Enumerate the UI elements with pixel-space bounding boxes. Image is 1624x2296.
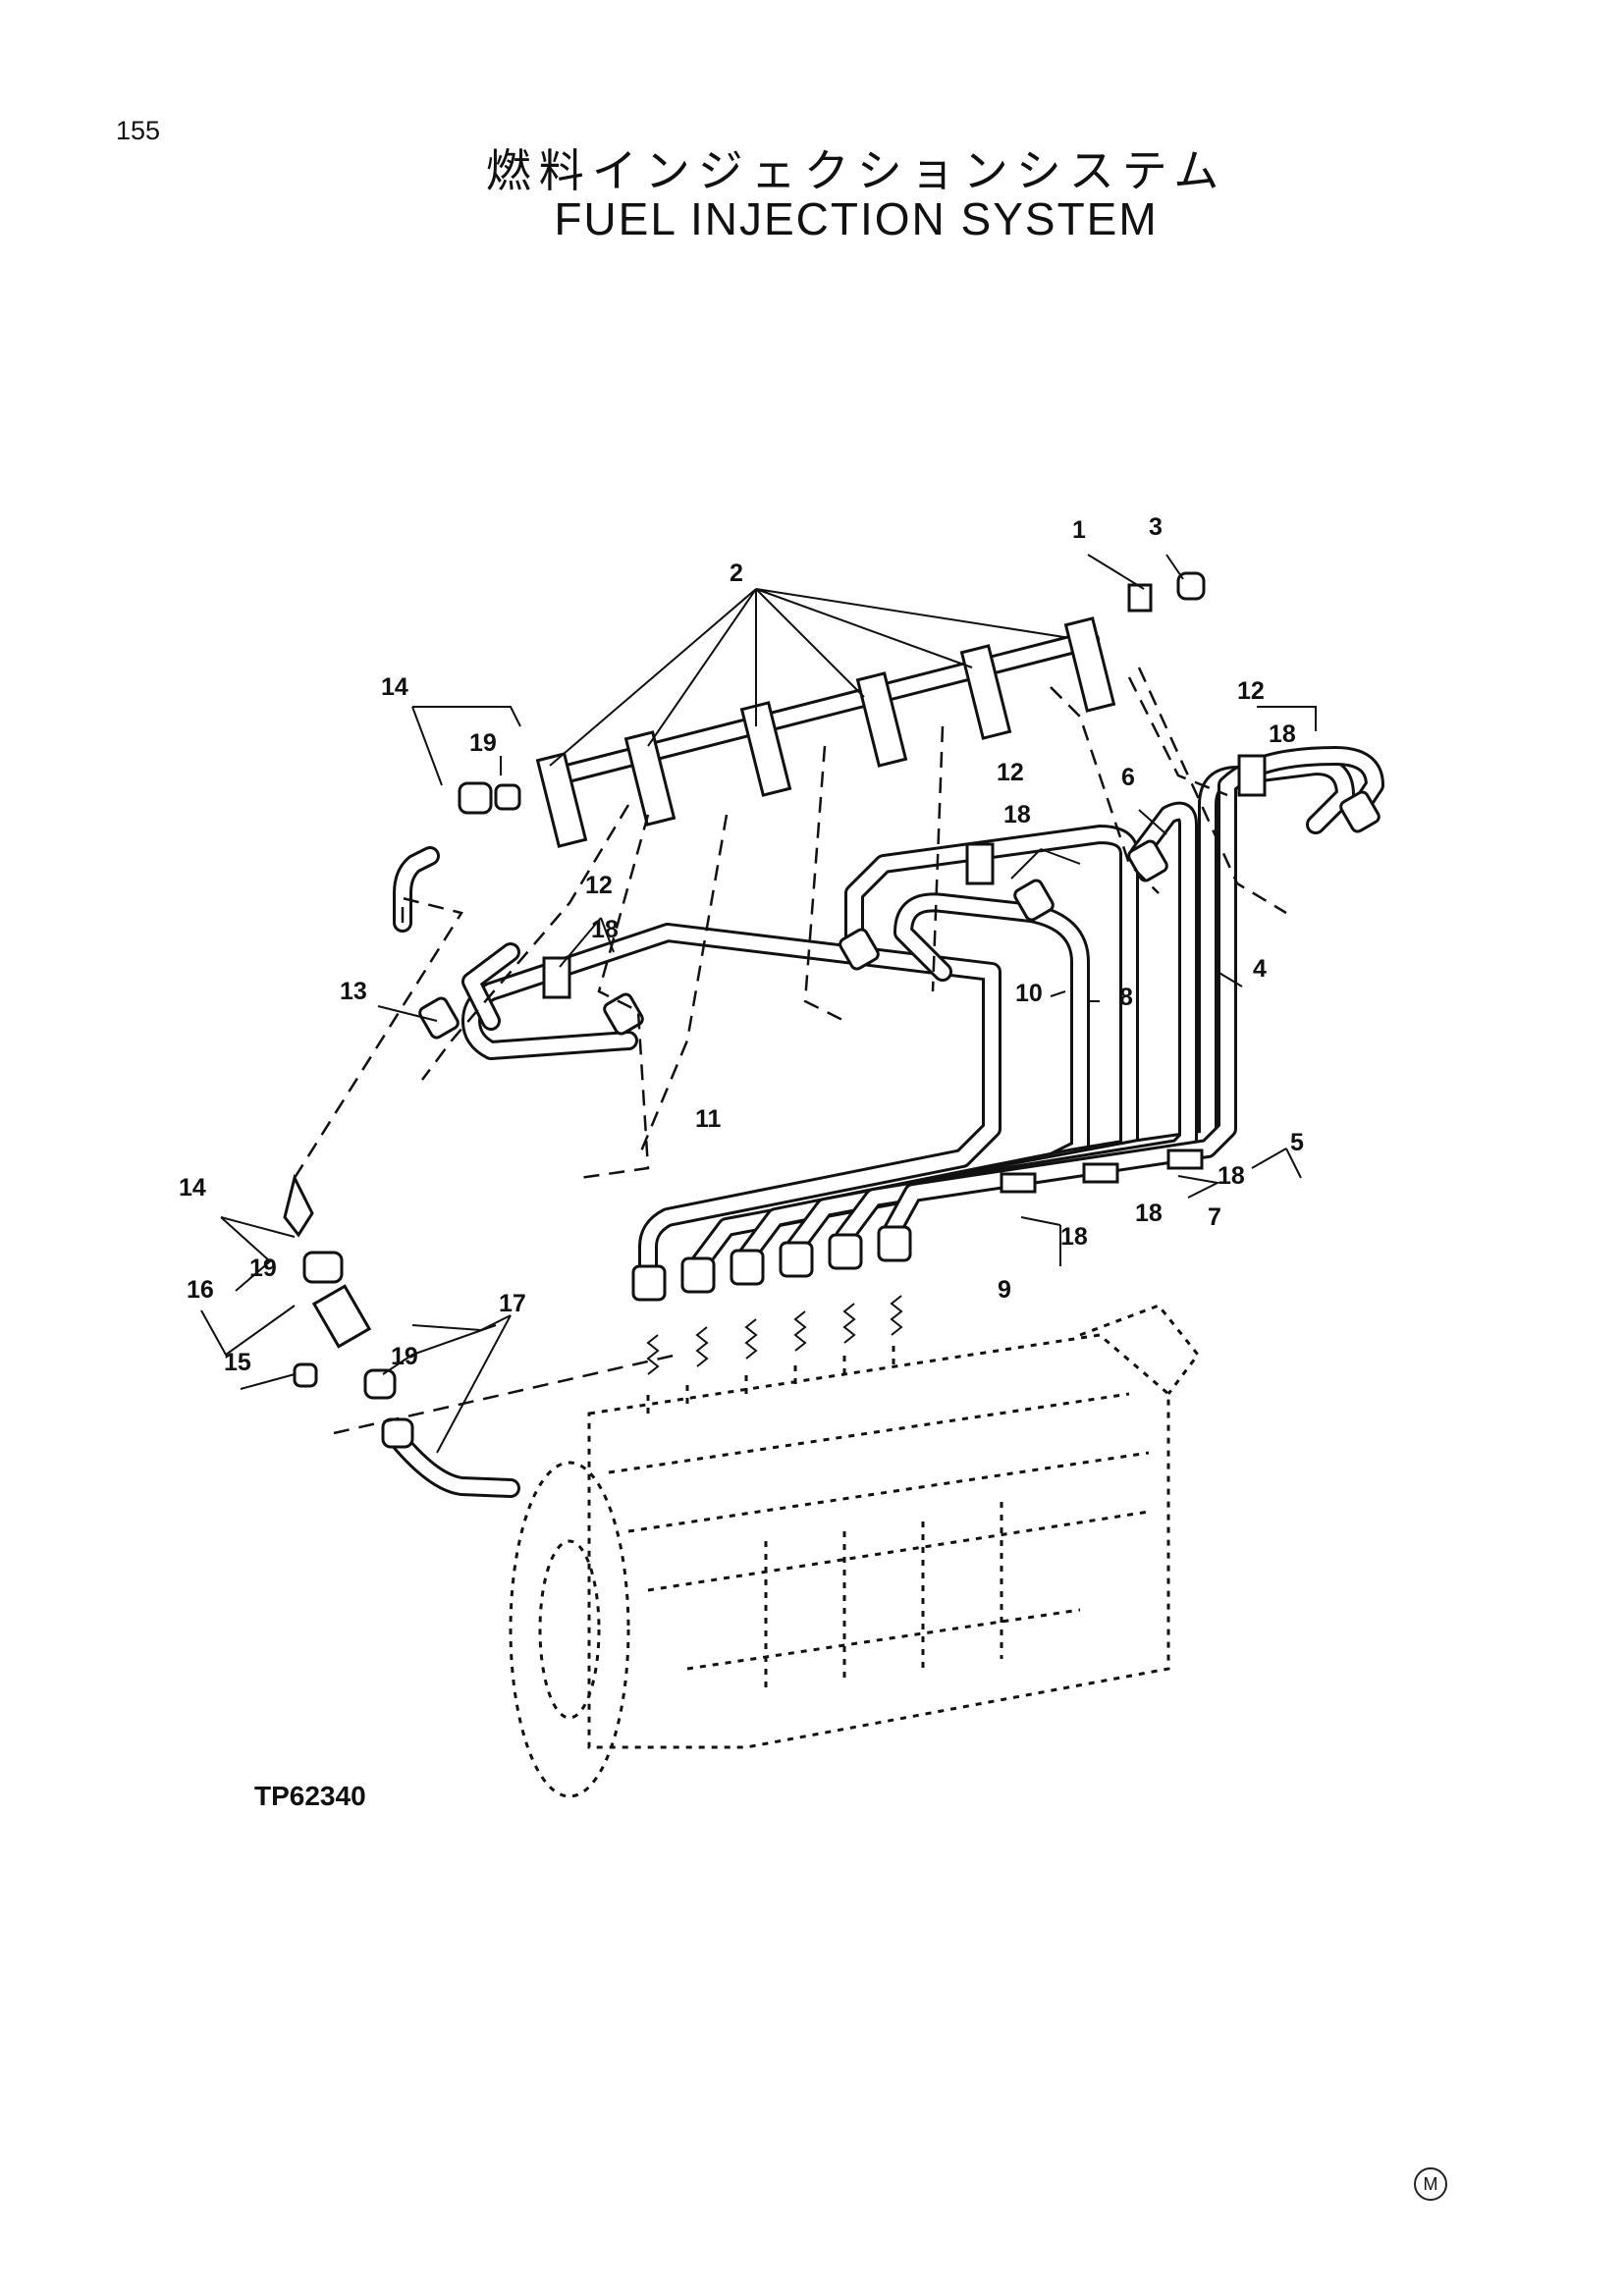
callout-18-center: 18: [1003, 801, 1031, 828]
injection-pump-engine: [509, 1295, 1200, 1798]
callout-18-pump-left: 18: [1060, 1223, 1088, 1251]
callout-19-upper: 19: [469, 729, 497, 757]
callout-16: 16: [187, 1276, 214, 1304]
page-number: 155: [116, 116, 161, 145]
callout-19-lower: 19: [249, 1255, 277, 1282]
callout-2: 2: [730, 560, 743, 587]
drawing-reference-code: TP62340: [254, 1781, 366, 1811]
callout-6: 6: [1121, 764, 1135, 791]
callout-18-pump-right: 18: [1218, 1162, 1245, 1190]
callout-13: 13: [340, 978, 367, 1005]
routing-dashes: [293, 667, 1287, 1435]
callout-14-lower: 14: [179, 1174, 206, 1201]
callout-14-upper: 14: [381, 673, 408, 701]
callout-4: 4: [1253, 955, 1267, 983]
callout-5: 5: [1290, 1129, 1304, 1156]
injection-lines: [418, 746, 1384, 1302]
callout-12-right: 12: [1237, 677, 1265, 705]
callout-18-left: 18: [591, 916, 619, 943]
callout-7: 7: [1208, 1203, 1221, 1231]
callout-18-pump-mid: 18: [1135, 1200, 1163, 1227]
callout-9: 9: [998, 1276, 1011, 1304]
callout-11: 11: [695, 1105, 722, 1133]
callout-12-center: 12: [997, 759, 1024, 786]
callouts: 1 3 2 14 19 12 18 6 12 18 12 18 13 10 8 …: [179, 513, 1304, 1376]
return-line-parts: [283, 781, 521, 1498]
leak-off-rail: [535, 571, 1206, 848]
callout-10: 10: [1015, 980, 1043, 1007]
callout-15: 15: [224, 1349, 251, 1376]
callout-18-right: 18: [1269, 721, 1296, 748]
leader-lines: [200, 554, 1317, 1454]
callout-1: 1: [1072, 516, 1086, 544]
callout-12-left: 12: [585, 872, 613, 899]
callout-17: 17: [499, 1290, 526, 1317]
callout-3: 3: [1149, 513, 1163, 541]
circled-m-mark: M: [1414, 2167, 1447, 2201]
callout-8: 8: [1119, 984, 1133, 1011]
page-title-english: FUEL INJECTION SYSTEM: [554, 193, 1159, 244]
callout-19-fitting: 19: [391, 1343, 418, 1370]
page-title-japanese: 燃料インジェクションシステム: [485, 144, 1227, 197]
